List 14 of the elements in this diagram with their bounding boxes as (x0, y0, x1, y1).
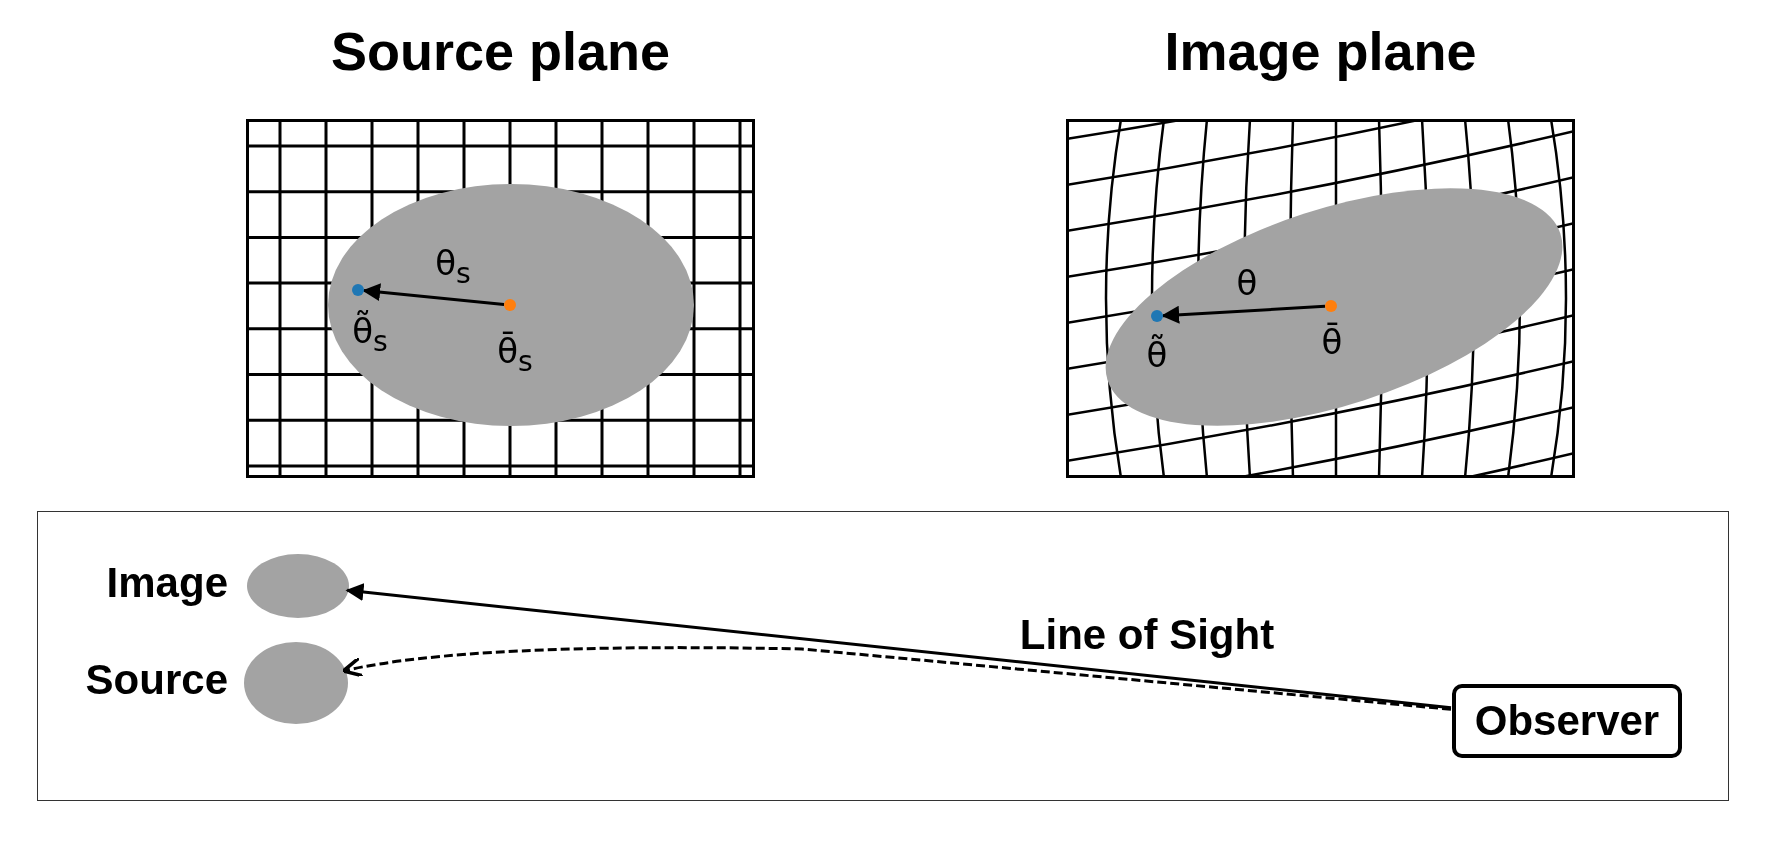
arrow (1161, 304, 1326, 324)
edge-label: θ (1236, 266, 1258, 300)
panel-title: Image plane (1164, 20, 1477, 82)
edge-label: Line of Sight (1019, 611, 1275, 659)
object-label: Source (85, 656, 228, 704)
math-label: θ̄$_{s}$ (497, 333, 533, 377)
panel-title: Source plane (330, 20, 671, 82)
arrow (362, 283, 505, 306)
arrow (345, 583, 1452, 710)
arrow (341, 646, 1452, 711)
edge-label: θ$_{s}$ (435, 245, 471, 289)
observer-box: Observer (1452, 684, 1682, 758)
diagram-frame (37, 511, 1729, 801)
object-label: Image (106, 559, 228, 607)
